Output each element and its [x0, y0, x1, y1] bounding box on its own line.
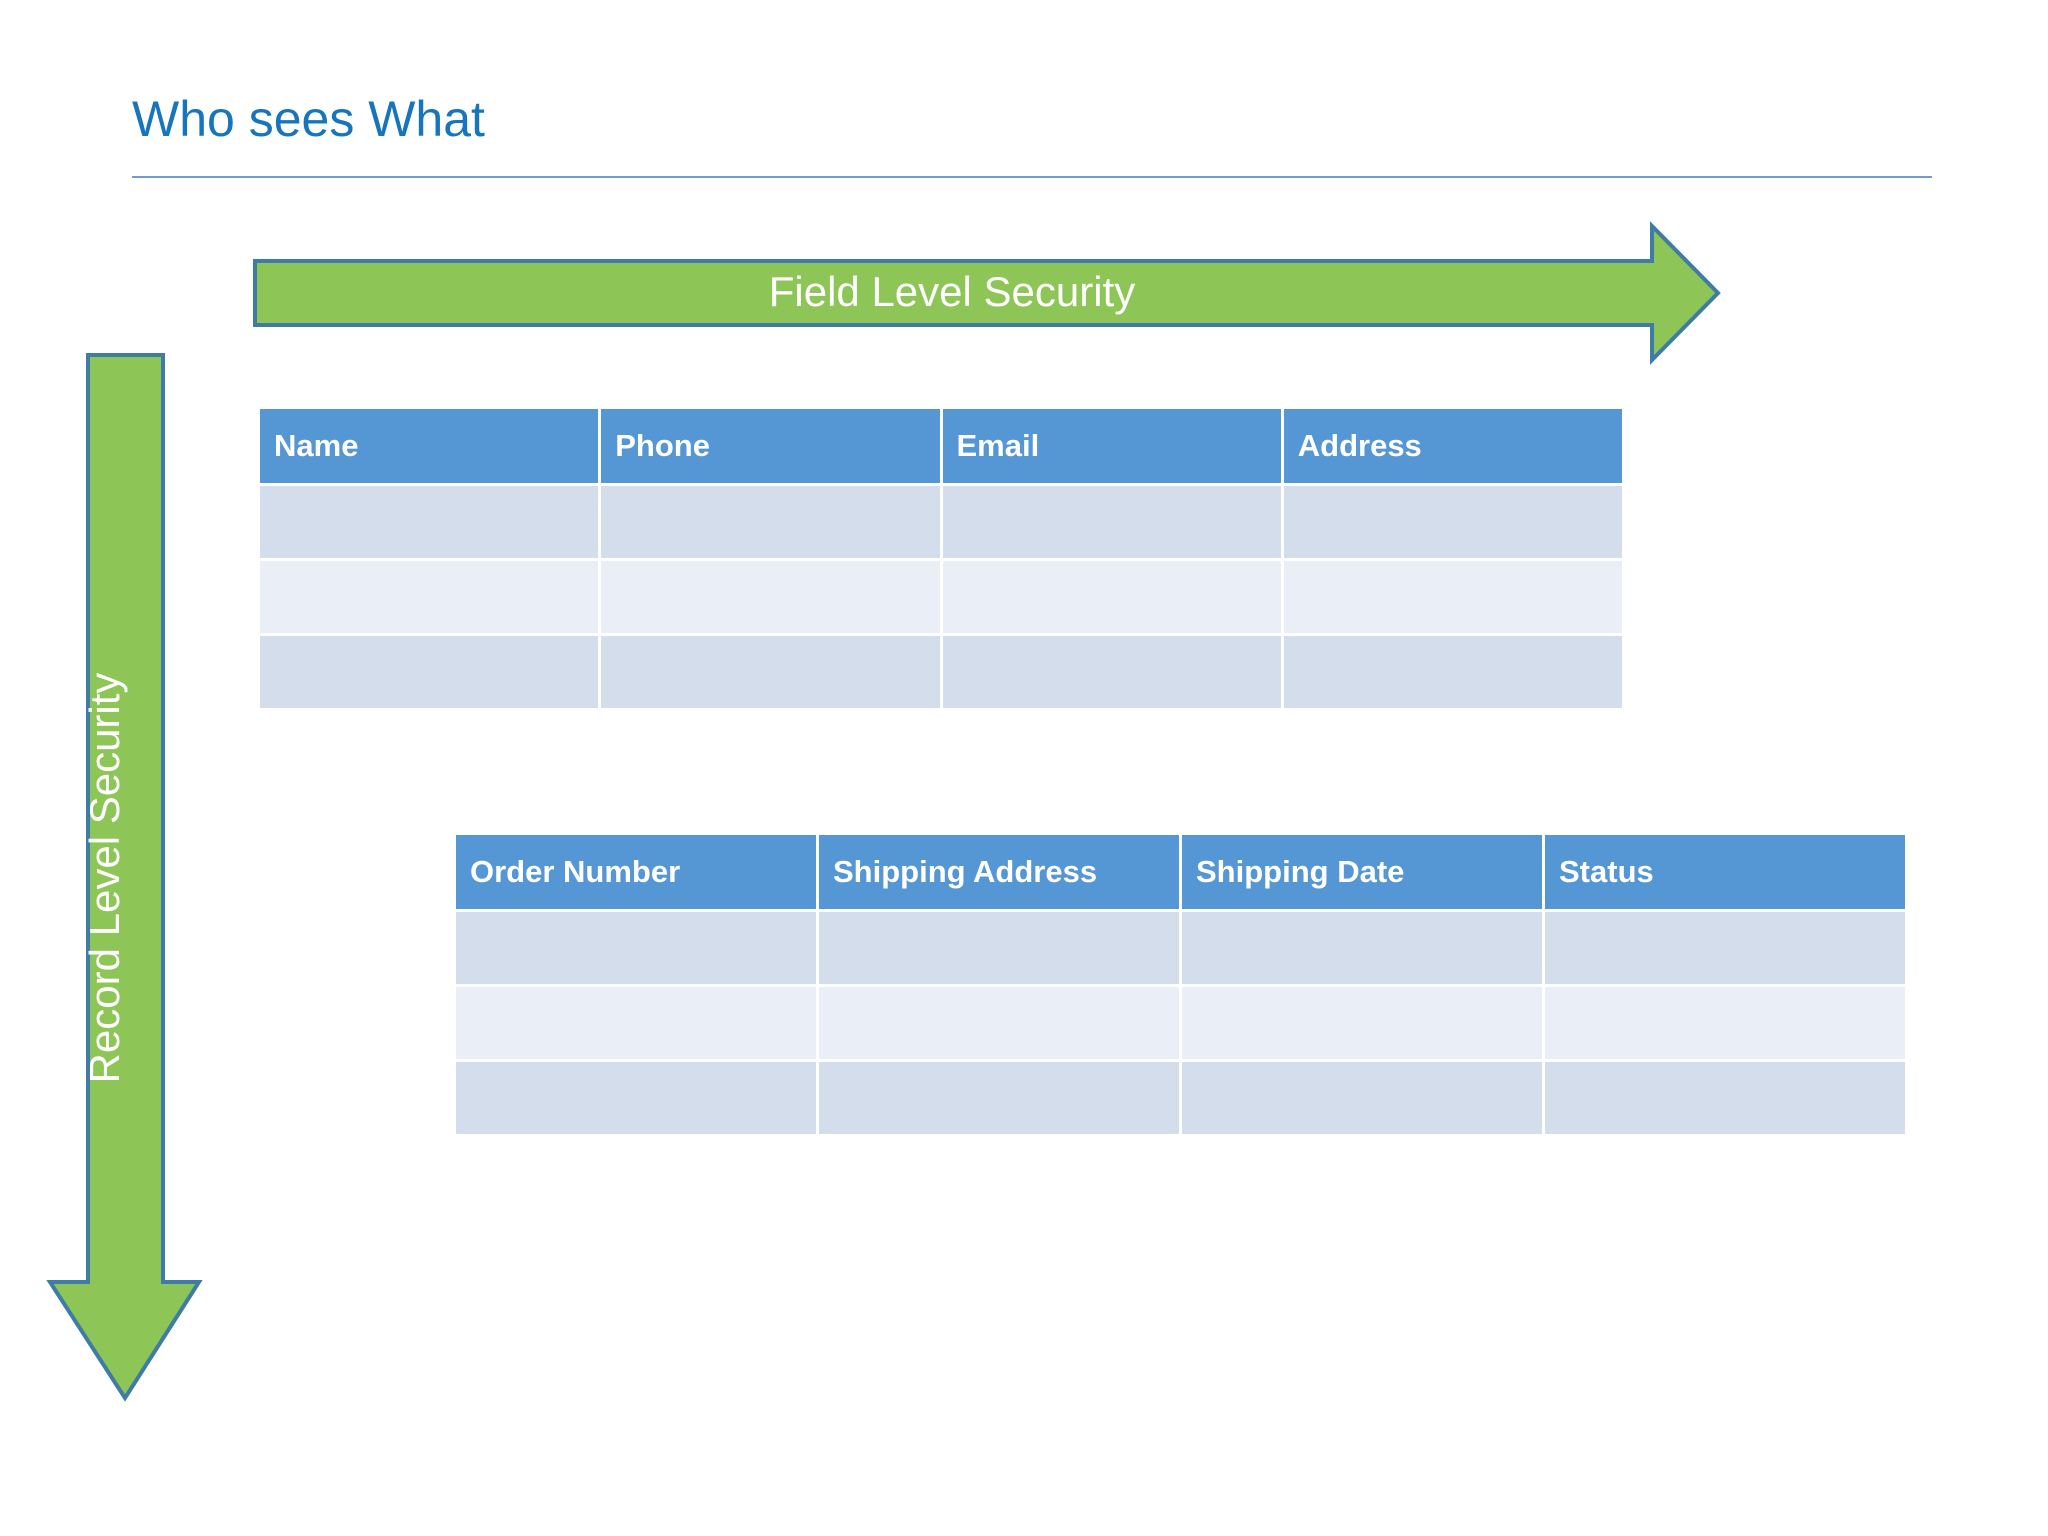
table-cell[interactable] — [942, 561, 1281, 633]
table-cell[interactable] — [1182, 987, 1542, 1059]
table-row[interactable] — [260, 636, 1622, 708]
orders-table-body — [456, 912, 1905, 1134]
table-header-row: Order Number Shipping Address Shipping D… — [456, 835, 1905, 909]
table-cell[interactable] — [456, 1062, 816, 1134]
table-cell[interactable] — [942, 636, 1281, 708]
table-cell[interactable] — [819, 987, 1179, 1059]
column-header-email[interactable]: Email — [942, 409, 1281, 483]
orders-table: Order Number Shipping Address Shipping D… — [453, 832, 1908, 1137]
table-cell[interactable] — [1182, 912, 1542, 984]
table-cell[interactable] — [601, 486, 940, 558]
column-header-name[interactable]: Name — [260, 409, 599, 483]
table-cell[interactable] — [260, 636, 599, 708]
table-row[interactable] — [456, 1062, 1905, 1134]
table-row[interactable] — [260, 561, 1622, 633]
contacts-table-body — [260, 486, 1622, 708]
orders-table-header: Order Number Shipping Address Shipping D… — [456, 835, 1905, 909]
table-cell[interactable] — [456, 912, 816, 984]
table-cell[interactable] — [601, 636, 940, 708]
table-row[interactable] — [456, 912, 1905, 984]
table-header-row: Name Phone Email Address — [260, 409, 1622, 483]
table-cell[interactable] — [1283, 636, 1622, 708]
record-level-security-arrow — [46, 353, 203, 1402]
table-cell[interactable] — [1283, 486, 1622, 558]
page-title: Who sees What — [132, 91, 485, 147]
contacts-table-header: Name Phone Email Address — [260, 409, 1622, 483]
table-cell[interactable] — [942, 486, 1281, 558]
table-cell[interactable] — [819, 912, 1179, 984]
table-cell[interactable] — [601, 561, 940, 633]
column-header-phone[interactable]: Phone — [601, 409, 940, 483]
column-header-address[interactable]: Address — [1283, 409, 1622, 483]
table-cell[interactable] — [456, 987, 816, 1059]
table-cell[interactable] — [819, 1062, 1179, 1134]
table-cell[interactable] — [1182, 1062, 1542, 1134]
table-cell[interactable] — [1283, 561, 1622, 633]
field-level-security-arrow — [253, 221, 1721, 365]
table-row[interactable] — [456, 987, 1905, 1059]
table-cell[interactable] — [260, 561, 599, 633]
contacts-table: Name Phone Email Address — [257, 406, 1625, 711]
arrow-right-shape — [253, 221, 1721, 365]
title-block: Who sees What — [132, 88, 1932, 178]
title-divider — [132, 176, 1932, 178]
table-cell[interactable] — [1545, 987, 1905, 1059]
column-header-status[interactable]: Status — [1545, 835, 1905, 909]
column-header-order-number[interactable]: Order Number — [456, 835, 816, 909]
table-cell[interactable] — [260, 486, 599, 558]
column-header-shipping-date[interactable]: Shipping Date — [1182, 835, 1542, 909]
column-header-shipping-address[interactable]: Shipping Address — [819, 835, 1179, 909]
arrow-down-shape — [46, 353, 203, 1402]
table-cell[interactable] — [1545, 1062, 1905, 1134]
table-cell[interactable] — [1545, 912, 1905, 984]
table-row[interactable] — [260, 486, 1622, 558]
